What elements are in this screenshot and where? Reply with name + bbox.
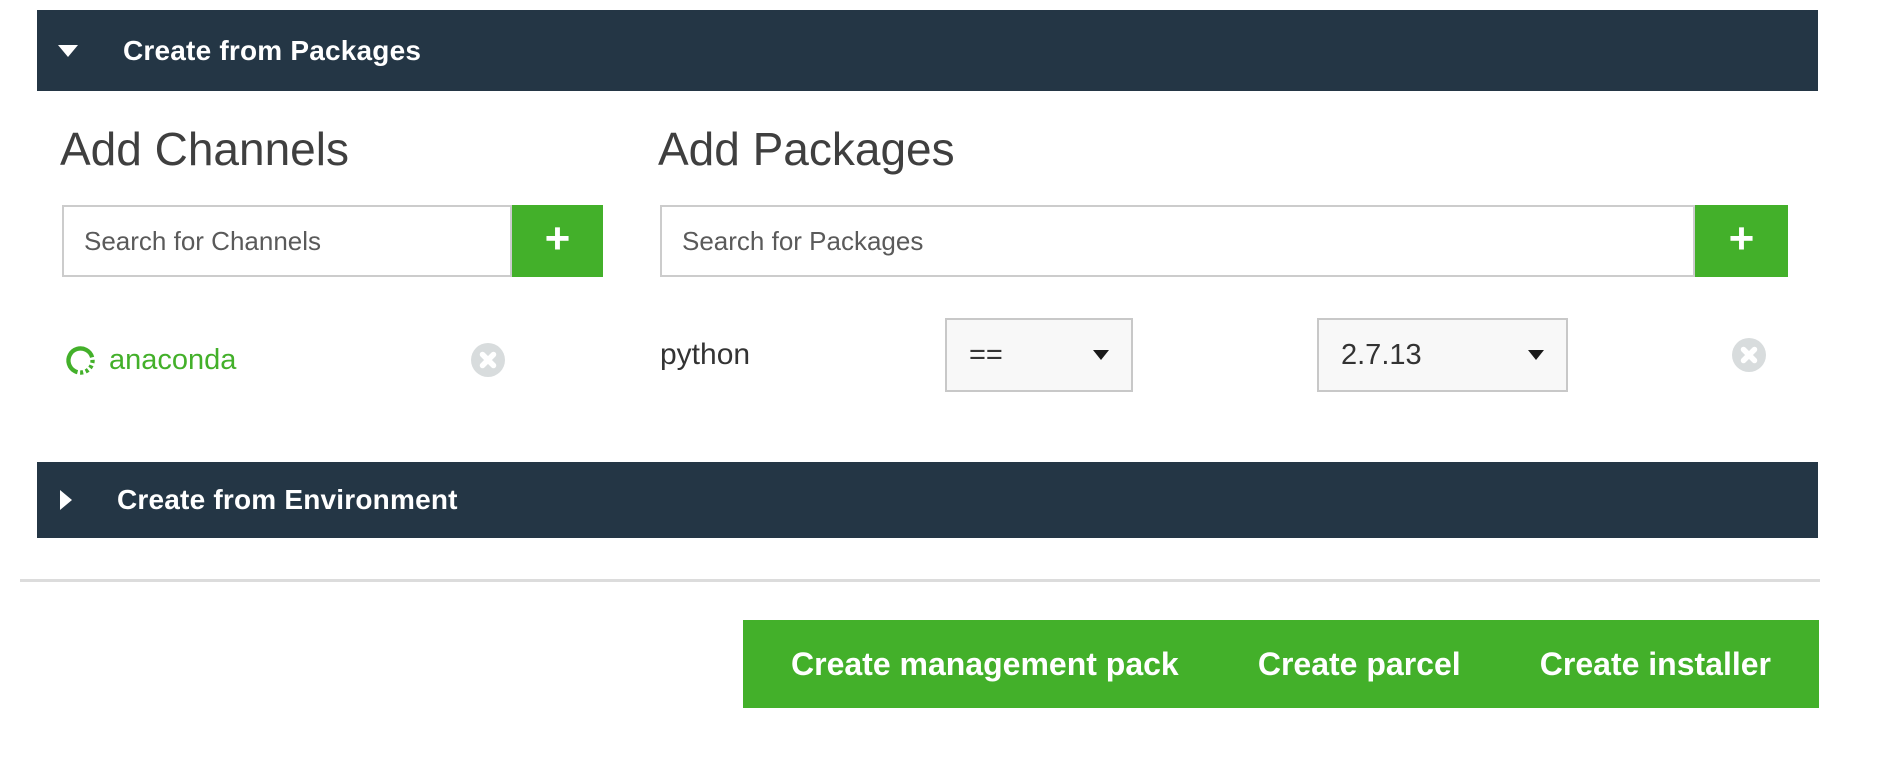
section-title: Create from Environment	[117, 484, 458, 515]
footer-action-bar: Create management pack Create parcel Cre…	[743, 620, 1819, 708]
section-header-create-from-packages[interactable]: Create from Packages	[37, 10, 1818, 91]
channel-name: anaconda	[109, 343, 237, 376]
package-list-item: python == 2.7.13	[660, 318, 1788, 392]
create-parcel-button[interactable]: Create parcel	[1247, 620, 1471, 708]
add-package-button[interactable]: +	[1695, 205, 1788, 277]
triangle-right-icon	[60, 490, 72, 510]
packages-search-input[interactable]	[660, 205, 1695, 277]
chevron-down-icon	[1093, 350, 1109, 360]
close-icon	[1732, 338, 1766, 372]
section-title: Create from Packages	[123, 34, 422, 66]
channel-spinner-icon	[66, 345, 95, 375]
add-packages-heading: Add Packages	[658, 123, 955, 175]
create-management-pack-button[interactable]: Create management pack	[781, 620, 1189, 708]
chevron-down-icon	[1528, 350, 1544, 360]
package-name: python	[660, 338, 751, 371]
remove-package-button[interactable]	[1732, 338, 1766, 372]
version-value: 2.7.13	[1341, 338, 1422, 371]
constraint-value: ==	[969, 338, 1003, 371]
section-header-create-from-environment[interactable]: Create from Environment	[37, 462, 1818, 538]
add-channels-heading: Add Channels	[60, 123, 349, 175]
channel-list-item: anaconda	[62, 341, 510, 379]
remove-channel-button[interactable]	[471, 343, 505, 377]
channels-search-row: +	[62, 205, 603, 277]
add-channel-button[interactable]: +	[512, 205, 603, 277]
close-icon	[471, 343, 505, 377]
channels-search-input[interactable]	[62, 205, 512, 277]
plus-icon: +	[544, 214, 571, 263]
horizontal-divider	[20, 579, 1820, 582]
create-installer-button[interactable]: Create installer	[1529, 620, 1781, 708]
plus-icon: +	[1728, 214, 1755, 263]
triangle-down-icon	[58, 44, 78, 57]
version-number-select[interactable]: 2.7.13	[1317, 318, 1568, 392]
version-constraint-select[interactable]: ==	[945, 318, 1133, 392]
packages-search-row: +	[660, 205, 1788, 277]
